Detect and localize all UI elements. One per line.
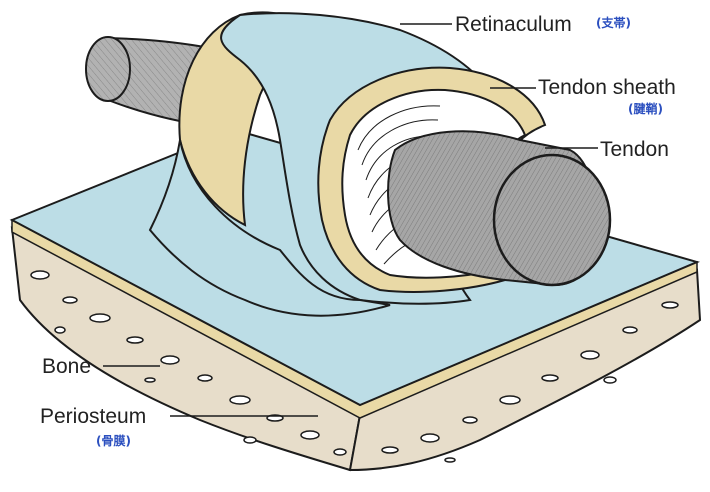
label-tendon-sheath: Tendon sheath bbox=[538, 76, 676, 99]
bone-left-face bbox=[10, 226, 362, 472]
label-retinaculum: Retinaculum bbox=[455, 13, 572, 36]
label-periosteum: Periosteum bbox=[40, 405, 147, 428]
bone-right-face bbox=[348, 268, 702, 472]
retinaculum-drape bbox=[148, 139, 391, 317]
label-bone: Bone bbox=[42, 355, 92, 378]
tendon-cut-end bbox=[492, 153, 612, 287]
bone-pores bbox=[30, 270, 679, 463]
label-retinaculum-jp: (支帯) bbox=[596, 16, 631, 30]
leader-lines bbox=[103, 23, 598, 417]
label-tendon-sheath-jp: (腱鞘) bbox=[628, 102, 663, 116]
label-periosteum-jp: (骨膜) bbox=[96, 434, 131, 448]
label-tendon: Tendon bbox=[600, 138, 669, 161]
tendon-back-end bbox=[85, 36, 131, 102]
